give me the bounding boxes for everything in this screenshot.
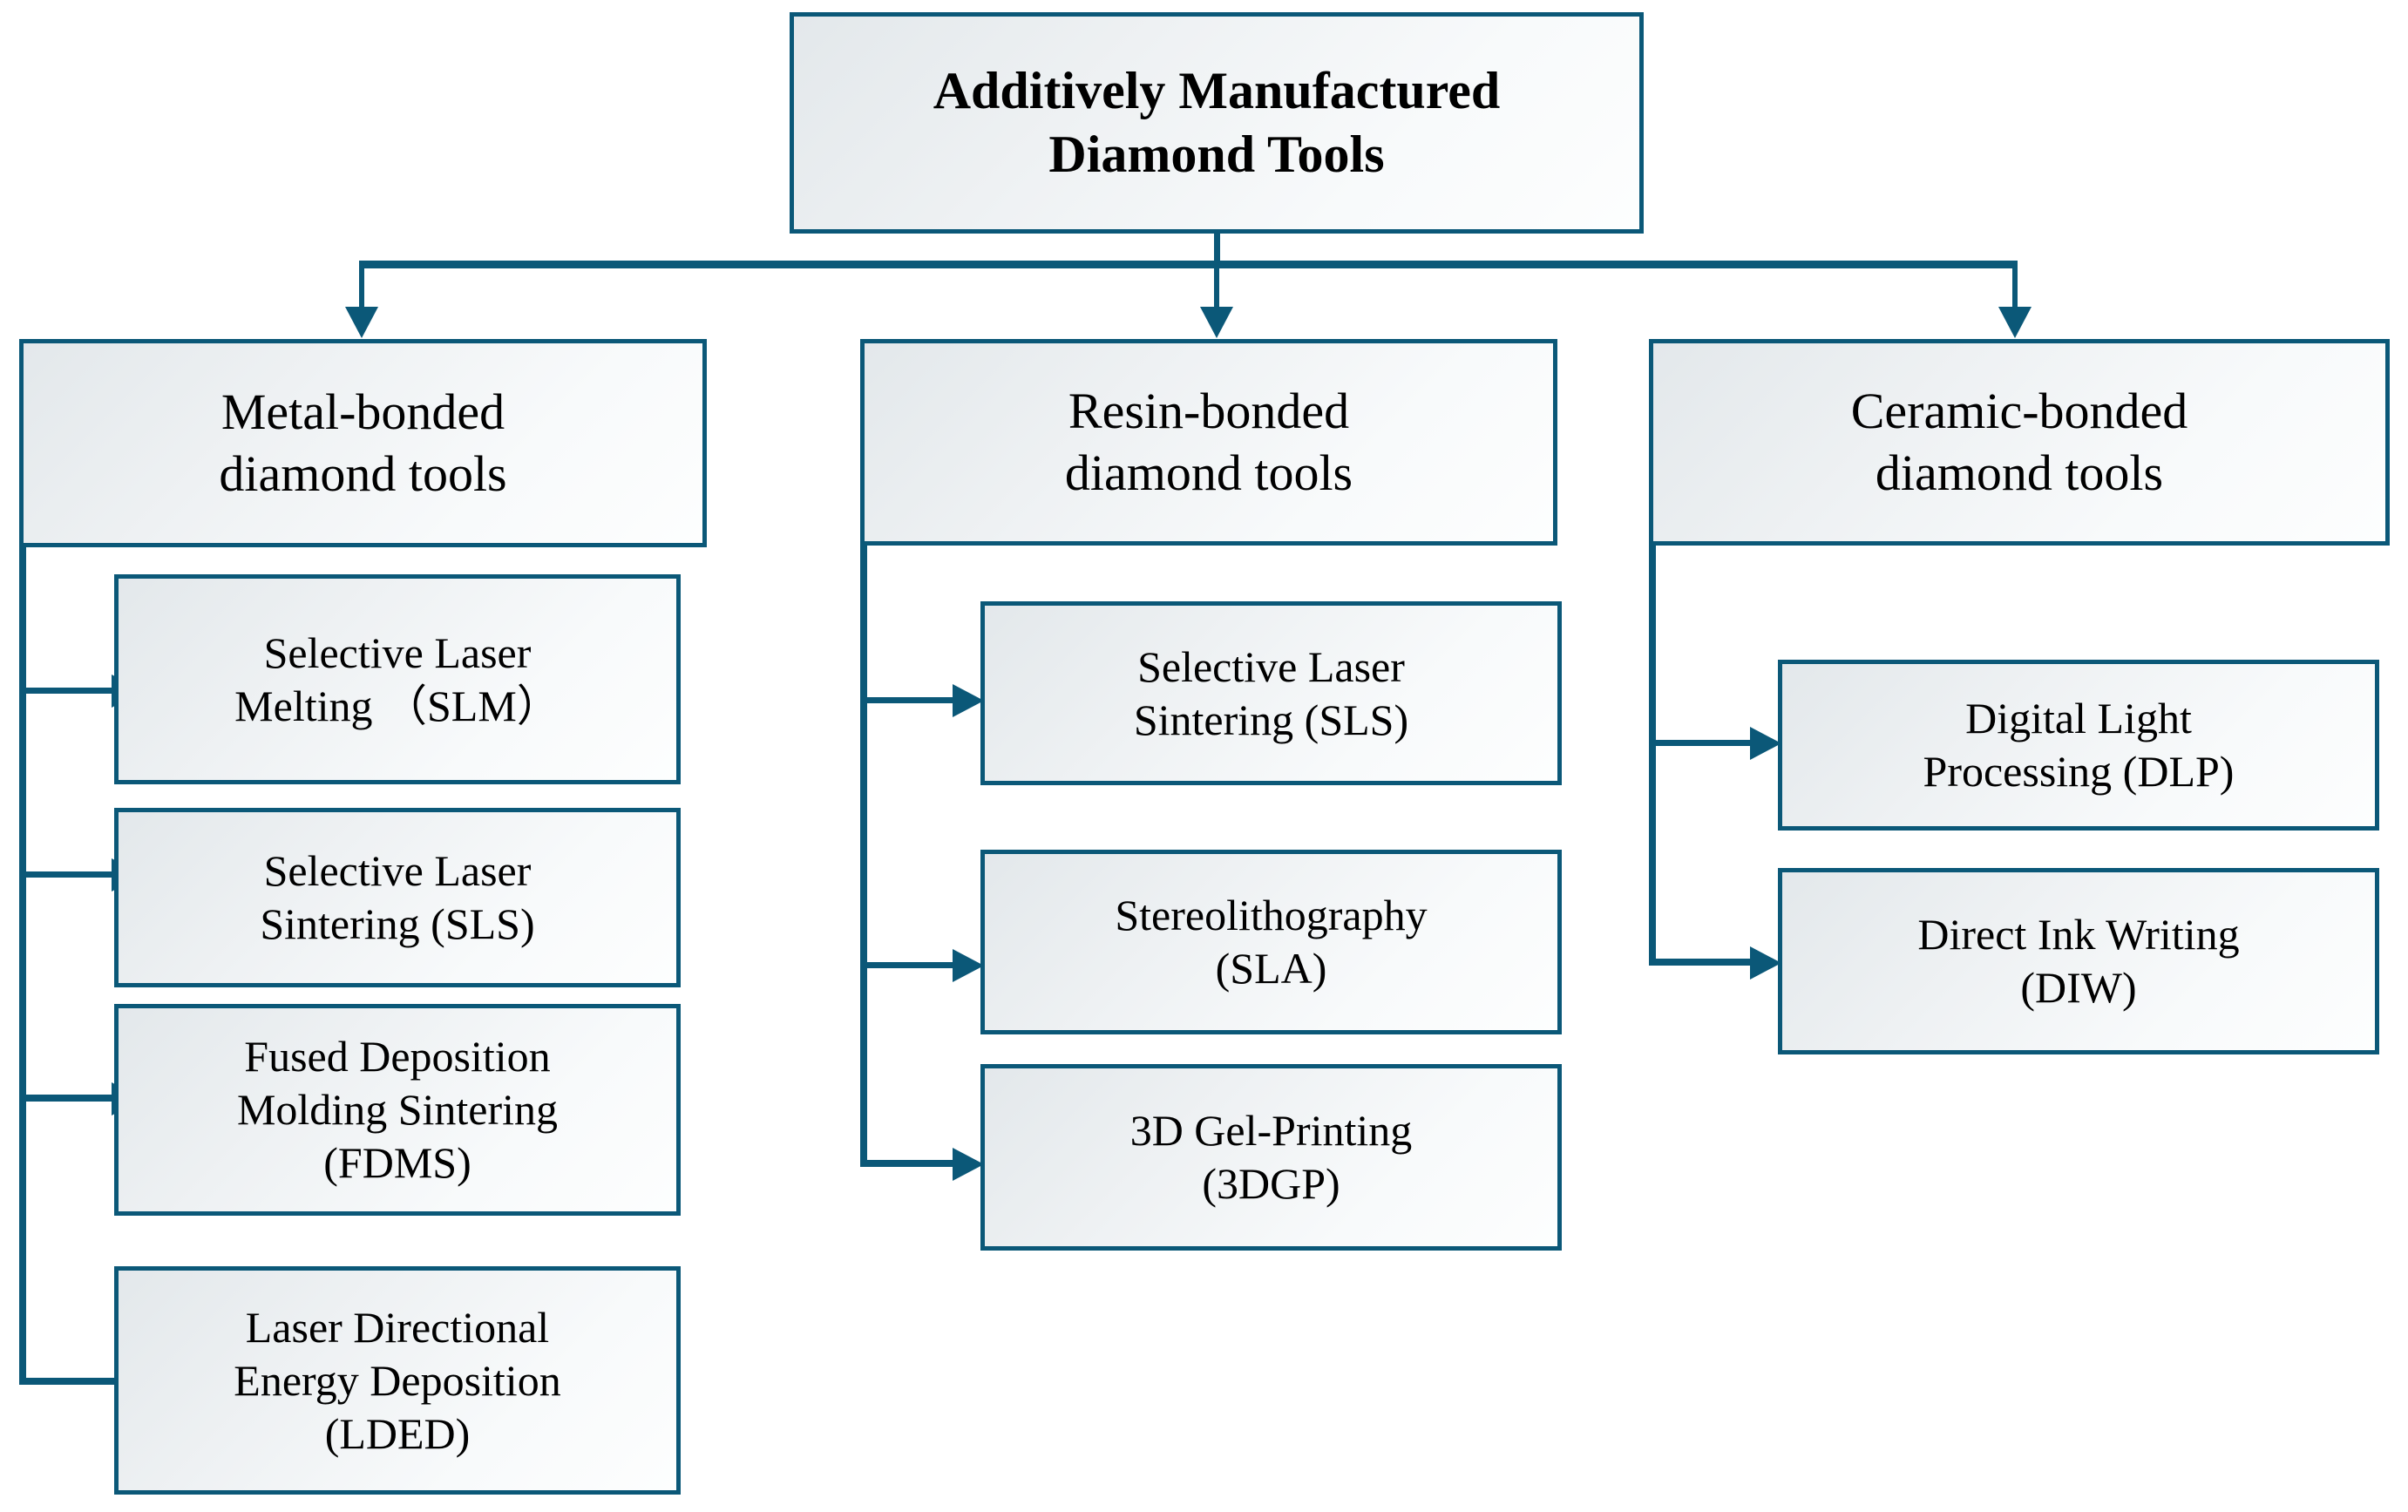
leaf-node-label: Laser Directional Energy Deposition (LDE… xyxy=(234,1302,561,1458)
connector-main-bus xyxy=(362,261,2018,268)
leaf-node-direct-ink-writing-diw: Direct Ink Writing (DIW) xyxy=(1778,868,2379,1054)
leaf-node-label: Stereolithography (SLA) xyxy=(1115,891,1428,993)
leaf-node-label: Selective Laser Sintering (SLS) xyxy=(1133,641,1409,744)
connector-stub-b1-c2 xyxy=(19,871,115,878)
root-node-additively-manufactured-diamond-tools: Additively Manufactured Diamond Tools xyxy=(790,12,1644,234)
connector-drop-branch-2 xyxy=(1214,261,1219,309)
branch-node-metal-bonded-diamond-tools: Metal-bonded diamond tools xyxy=(19,339,707,547)
leaf-node-label: Fused Deposition Molding Sintering (FDMS… xyxy=(236,1032,559,1187)
connector-stub-b2-c1 xyxy=(860,697,956,703)
leaf-node-3d-gel-printing-3dgp: 3D Gel-Printing (3DGP) xyxy=(980,1064,1562,1251)
arrow-right-b3-c2 xyxy=(1750,946,1781,980)
connector-stub-b2-c3 xyxy=(860,1160,956,1167)
branch-node-label: Metal-bonded diamond tools xyxy=(219,383,507,502)
connector-stub-b2-c2 xyxy=(860,962,956,968)
root-node-label: Additively Manufactured Diamond Tools xyxy=(933,61,1501,183)
arrow-right-b2-c3 xyxy=(953,1148,984,1181)
connector-drop-branch-1 xyxy=(359,261,364,309)
leaf-node-selective-laser-sintering-sls-metal: Selective Laser Sintering (SLS) xyxy=(114,808,681,987)
leaf-node-fused-deposition-molding-sintering-fdms: Fused Deposition Molding Sintering (FDMS… xyxy=(114,1004,681,1216)
leaf-node-label: Selective Laser Sintering (SLS) xyxy=(260,846,535,948)
connector-trunk-branch-3 xyxy=(1649,541,1656,965)
leaf-node-label: 3D Gel-Printing (3DGP) xyxy=(1129,1106,1413,1208)
connector-root-stem xyxy=(1214,234,1220,267)
connector-trunk-branch-1 xyxy=(19,543,26,1384)
branch-node-label: Resin-bonded diamond tools xyxy=(1064,382,1353,501)
leaf-node-label: Digital Light Processing (DLP) xyxy=(1923,694,2235,796)
leaf-node-laser-directional-energy-deposition-lded: Laser Directional Energy Deposition (LDE… xyxy=(114,1266,681,1495)
leaf-node-label: Direct Ink Writing (DIW) xyxy=(1917,910,2240,1012)
arrow-down-branch-3 xyxy=(1998,307,2032,338)
connector-stub-b3-c1 xyxy=(1649,740,1753,746)
leaf-node-selective-laser-sintering-sls-resin: Selective Laser Sintering (SLS) xyxy=(980,601,1562,785)
leaf-node-digital-light-processing-dlp: Digital Light Processing (DLP) xyxy=(1778,660,2379,831)
connector-stub-b3-c2 xyxy=(1649,959,1753,966)
connector-stub-b1-c3 xyxy=(19,1095,115,1102)
arrow-right-b3-c1 xyxy=(1750,727,1781,760)
arrow-down-branch-1 xyxy=(345,307,378,338)
leaf-node-stereolithography-sla: Stereolithography (SLA) xyxy=(980,850,1562,1034)
branch-node-resin-bonded-diamond-tools: Resin-bonded diamond tools xyxy=(860,339,1557,546)
leaf-node-label: Selective Laser Melting （SLM） xyxy=(234,627,560,730)
arrow-right-b2-c2 xyxy=(953,949,984,982)
branch-node-ceramic-bonded-diamond-tools: Ceramic-bonded diamond tools xyxy=(1649,339,2390,546)
arrow-down-branch-2 xyxy=(1200,307,1233,338)
leaf-node-selective-laser-melting-slm: Selective Laser Melting （SLM） xyxy=(114,574,681,784)
branch-node-label: Ceramic-bonded diamond tools xyxy=(1850,382,2188,501)
connector-drop-branch-3 xyxy=(2012,261,2018,309)
connector-stub-b1-c4 xyxy=(19,1378,131,1385)
connector-trunk-branch-2 xyxy=(860,541,867,1167)
arrow-right-b2-c1 xyxy=(953,684,984,717)
connector-stub-b1-c1 xyxy=(19,688,115,694)
